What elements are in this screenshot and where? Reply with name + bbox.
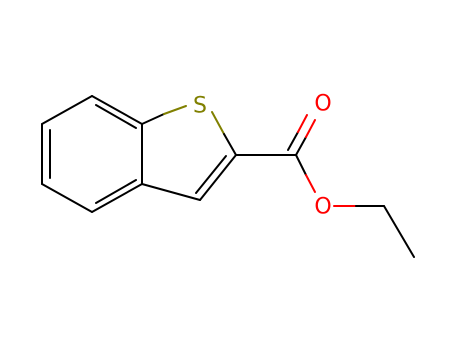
bond-c3a-c3: [41, 183, 93, 213]
bond-layer: [41, 95, 415, 258]
bond-carbonyl-oester: [295, 154, 307, 176]
bond-s-c2: [223, 133, 237, 156]
bond-ch2-ch3: [383, 205, 415, 258]
bond-carbonyl-oester-red: [305, 174, 316, 193]
bond-inner-double-3: [95, 179, 137, 204]
bond-c5-c6: [91, 95, 143, 125]
bond-carbonyl-double-a: [295, 136, 307, 156]
bond-c3-c3a: [141, 183, 201, 201]
bond-c2-c3: [199, 154, 237, 201]
bond-c7a-s: [141, 113, 165, 125]
carbonyl-oxygen-label: O: [314, 92, 331, 117]
bond-c2-c3-inner: [195, 155, 227, 194]
bond-s-c2-olive: [163, 105, 187, 115]
bond-c7a-c3a: [91, 183, 143, 213]
bond-inner-double-2: [95, 104, 137, 129]
bond-s-c2-olive-b: [211, 111, 225, 135]
sulfur-atom-label: S: [193, 94, 207, 119]
bond-carbonyl-double-b-red: [297, 114, 308, 133]
bond-carbonyl-double-a-red: [305, 119, 316, 138]
bond-c4-c5: [41, 95, 93, 125]
ester-oxygen-label: O: [314, 195, 331, 220]
bond-carbonyl-double-b: [287, 131, 299, 151]
